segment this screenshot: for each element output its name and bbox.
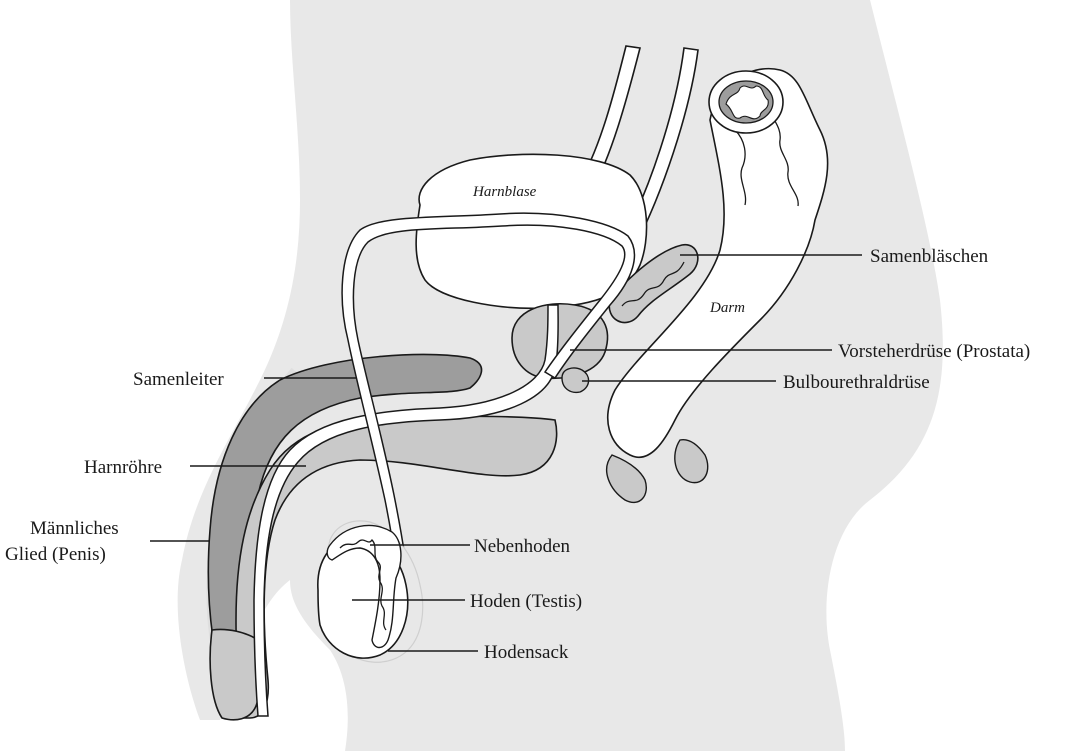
label-samenleiter: Samenleiter <box>133 369 224 390</box>
bulbourethral-organ <box>562 368 589 392</box>
penis-glans <box>210 629 261 719</box>
label-nebenhoden: Nebenhoden <box>474 536 571 557</box>
label-glied-line1: Männliches <box>30 518 119 539</box>
label-bulbourethral: Bulbourethraldrüse <box>783 372 930 393</box>
label-darm: Darm <box>709 300 745 316</box>
label-harnblase: Harnblase <box>472 184 537 200</box>
label-glied-line2: Glied (Penis) <box>5 544 106 565</box>
label-samenblaeschen: Samenbläschen <box>870 246 989 267</box>
label-harnroehre: Harnröhre <box>84 457 162 478</box>
label-hoden: Hoden (Testis) <box>470 591 582 612</box>
label-hodensack: Hodensack <box>484 642 569 663</box>
label-prostata: Vorsteherdrüse (Prostata) <box>838 341 1030 362</box>
